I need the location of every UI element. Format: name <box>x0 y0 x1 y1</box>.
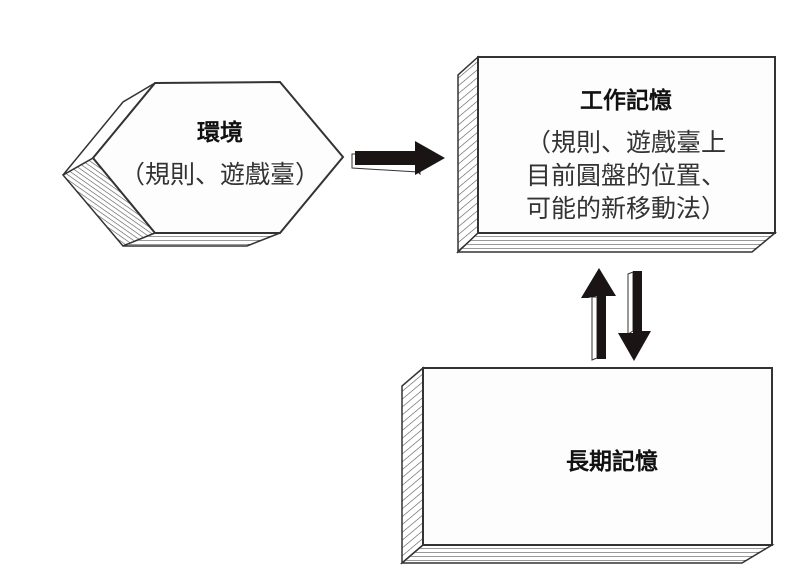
working-memory-left-side <box>457 55 479 254</box>
working-memory-bottom-side <box>456 232 778 253</box>
long-term-memory-node: 長期記憶 <box>399 366 775 565</box>
working-memory-line: 目前圓盤的位置、 <box>526 161 726 190</box>
arrow-right-icon <box>351 141 445 176</box>
environment-node: 環境 （規則、遊戲臺） <box>61 80 345 247</box>
environment-face <box>91 80 345 234</box>
environment-title: 環境 <box>197 119 243 146</box>
working-memory-node: 工作記憶 （規則、遊戲臺上 目前圓盤的位置、 可能的新移動法） <box>456 55 778 254</box>
environment-subtitle: （規則、遊戲臺） <box>120 160 320 189</box>
arrow-down-icon <box>618 271 651 361</box>
working-memory-face <box>477 56 776 234</box>
working-memory-title: 工作記憶 <box>580 87 672 114</box>
arrow-up-icon <box>581 268 616 361</box>
long-term-memory-bottom-side <box>399 544 775 564</box>
long-term-memory-face <box>422 367 773 546</box>
long-term-memory-left-side <box>401 366 424 565</box>
long-term-memory-title: 長期記憶 <box>566 448 658 475</box>
working-memory-line: 可能的新移動法） <box>526 194 726 223</box>
working-memory-line: （規則、遊戲臺上 <box>526 128 726 157</box>
